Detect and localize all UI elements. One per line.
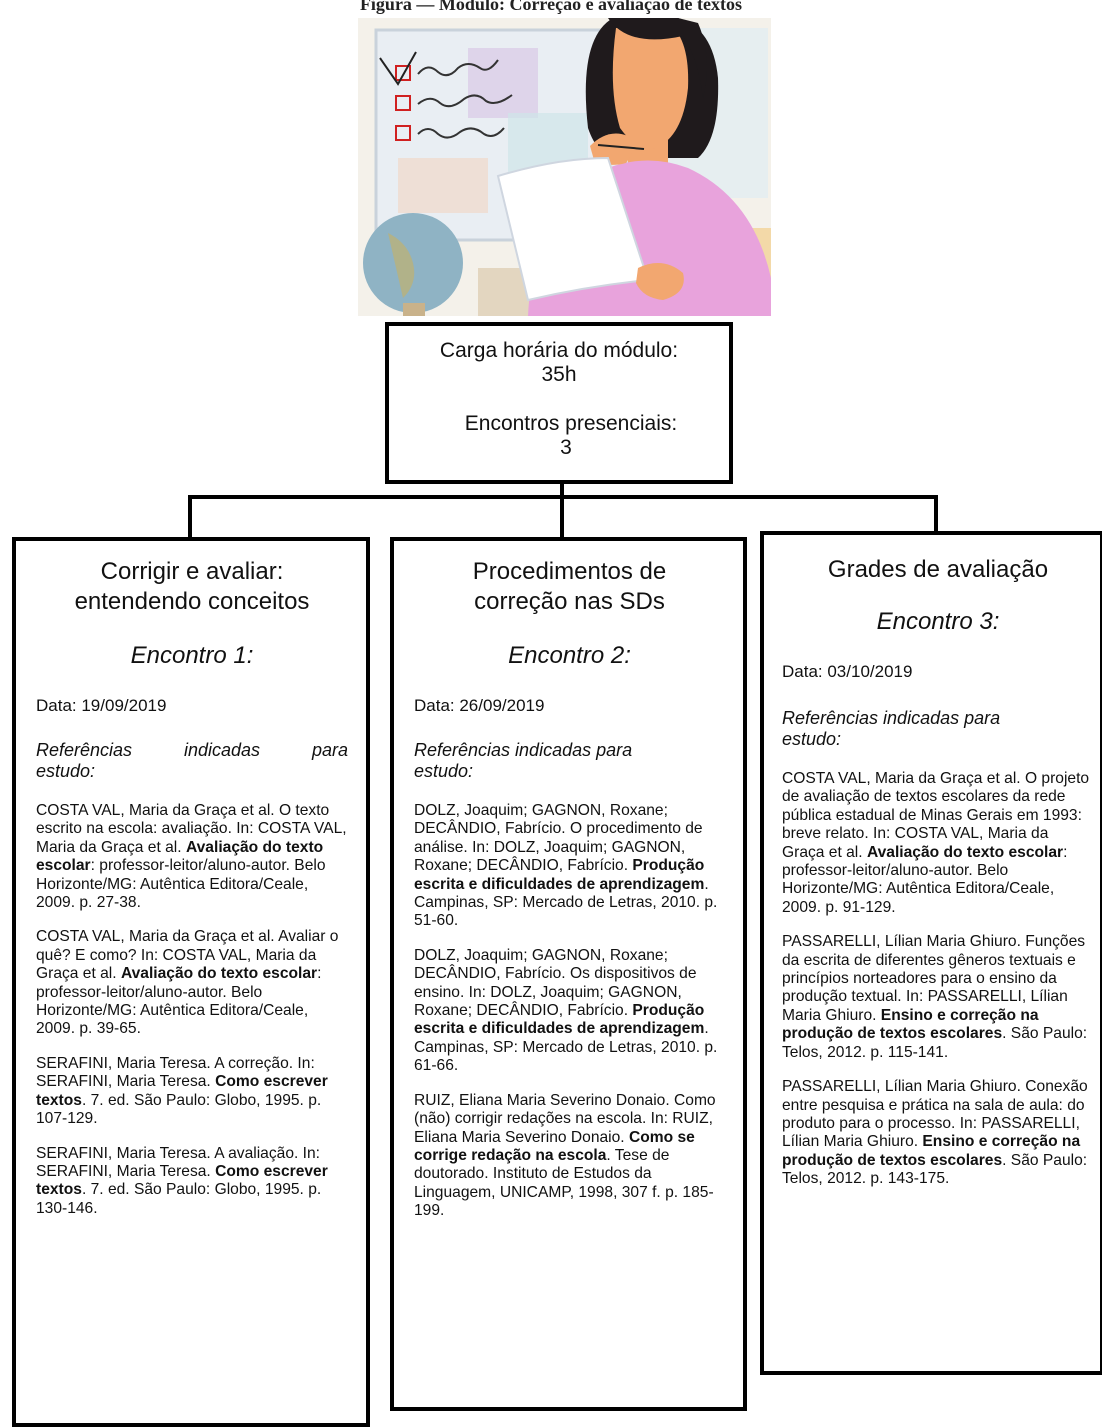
col1-date: Data: 19/09/2019: [36, 696, 167, 715]
figure-title: Figura — Módulo: Correção e avaliação de…: [359, 0, 743, 14]
encontro-2-box: Procedimentos de correção nas SDs Encont…: [390, 537, 747, 1411]
col3-refs-header-1: Referências indicadas para: [782, 708, 1001, 728]
col1-title-line2: entendendo conceitos: [74, 588, 310, 615]
col2-title-line2: correção nas SDs: [474, 588, 665, 615]
module-info-box: Carga horária do módulo: 35h Encontros p…: [385, 322, 733, 484]
col2-reference-3: RUIZ, Eliana Maria Severino Donaio. Como…: [414, 1091, 716, 1220]
col1-reference-2: COSTA VAL, Maria da Graça et al. Avaliar…: [36, 928, 339, 1038]
col2-title-line1: Procedimentos de: [472, 558, 667, 585]
col3-date: Data: 03/10/2019: [782, 662, 913, 681]
col1-title-line1: Corrigir e avaliar:: [100, 558, 284, 585]
col1-reference-4: SERAFINI, Maria Teresa. A avaliação. In:…: [36, 1144, 328, 1217]
connector-right: [934, 495, 938, 532]
col2-refs-header-1: Referências indicadas para: [414, 740, 633, 760]
col2-reference-2: DOLZ, Joaquim; GAGNON, Roxane; DECÂNDIO,…: [414, 946, 718, 1075]
connector-middle: [560, 495, 564, 538]
col3-reference-1: COSTA VAL, Maria da Graça et al. O proje…: [782, 770, 1090, 916]
encontros-value: 3: [560, 436, 572, 459]
col1-refs-header-2: estudo:: [36, 761, 96, 781]
connector-left: [188, 495, 192, 538]
col2-reference-1: DOLZ, Joaquim; GAGNON, Roxane; DECÂNDIO,…: [414, 802, 718, 930]
col2-encontro: Encontro 2:: [508, 642, 631, 669]
col1-reference-3: SERAFINI, Maria Teresa. A correção. In: …: [36, 1054, 328, 1128]
encontro-1-box: Corrigir e avaliar: entendendo conceitos…: [12, 537, 370, 1427]
col1-refs-header-1: Referências indicadas para: [36, 740, 348, 760]
col1-encontro: Encontro 1:: [130, 642, 254, 669]
col1-reference-1: COSTA VAL, Maria da Graça et al. O texto…: [36, 802, 347, 912]
carga-value: 35h: [541, 363, 577, 386]
carga-label: Carga horária do módulo:: [439, 339, 679, 362]
col3-refs-header-2: estudo:: [782, 729, 842, 749]
col2-date: Data: 26/09/2019: [414, 696, 545, 715]
encontros-label: Encontros presenciais:: [464, 412, 678, 435]
encontro-3-box: Grades de avaliação Encontro 3: Data: 03…: [760, 531, 1102, 1375]
col3-encontro: Encontro 3:: [876, 608, 1000, 635]
col3-title: Grades de avaliação: [827, 556, 1049, 583]
col2-refs-header-2: estudo:: [414, 761, 474, 781]
teacher-illustration: [358, 18, 771, 316]
connector-stem: [560, 484, 564, 498]
col3-reference-3: PASSARELLI, Lílian Maria Ghiuro. Conexão…: [782, 1078, 1088, 1188]
col3-reference-2: PASSARELLI, Lílian Maria Ghiuro. Funções…: [782, 933, 1088, 1061]
